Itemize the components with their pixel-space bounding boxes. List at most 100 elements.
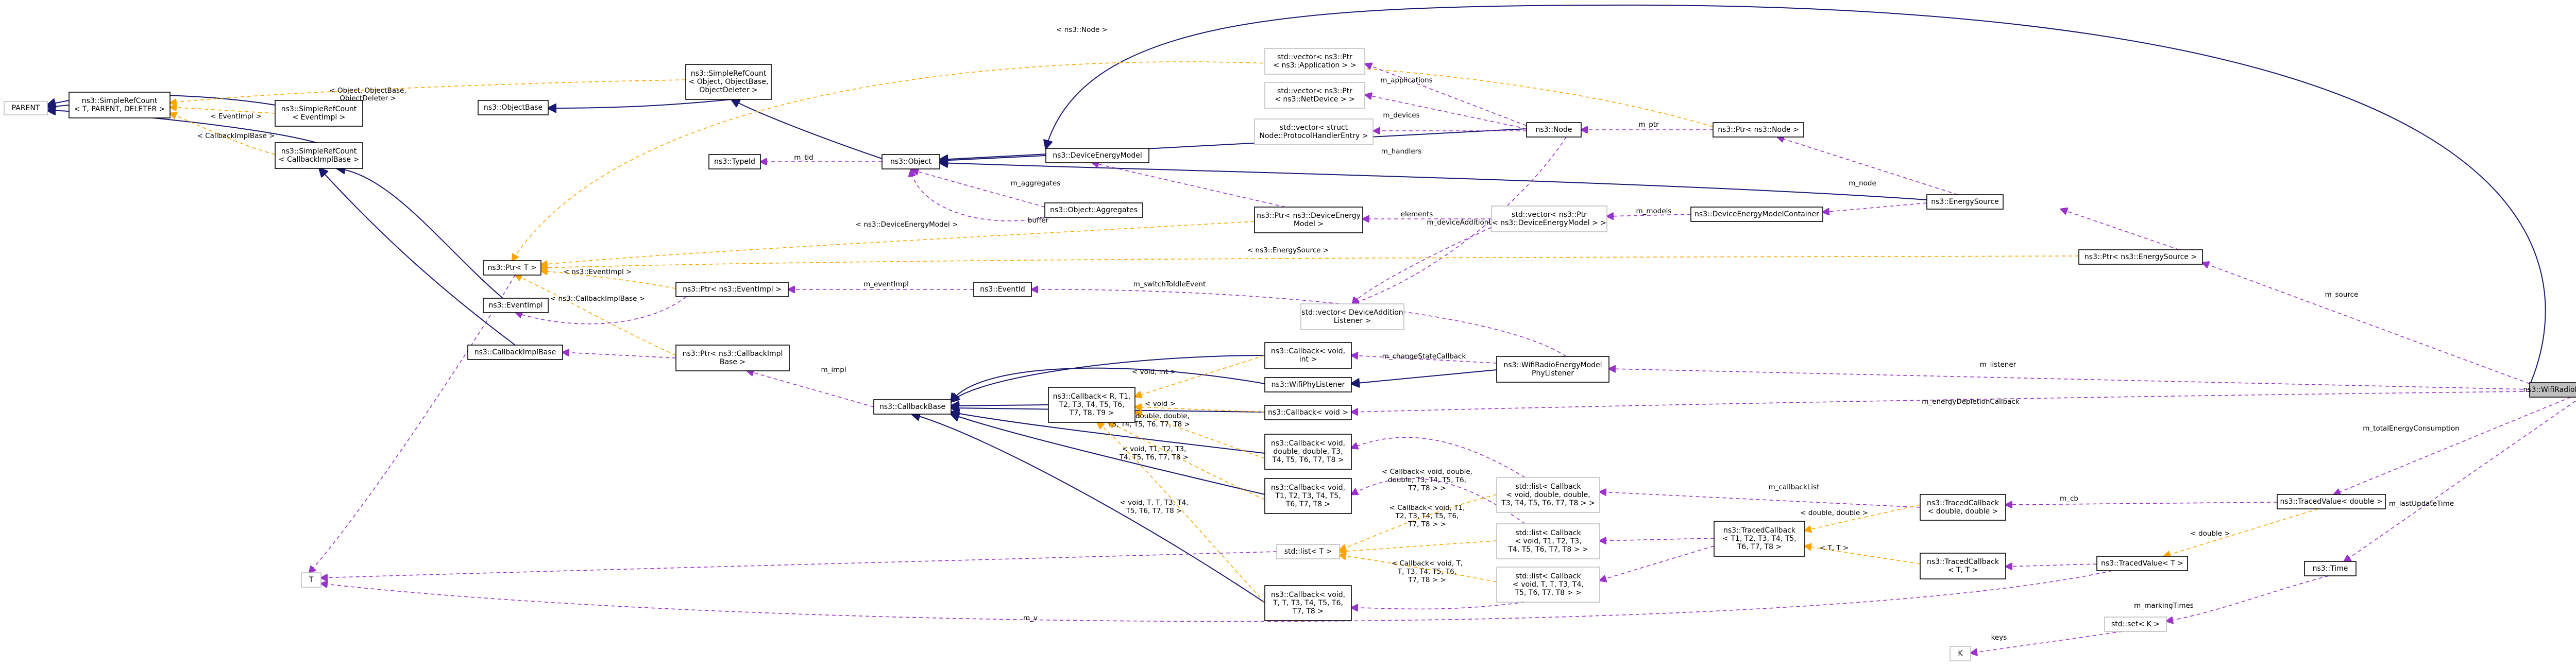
node-ptr-eventimpl[interactable]: ns3::Ptr< ns3::EventImpl > (675, 282, 789, 297)
node-callbackbase[interactable]: ns3::CallbackBase (873, 399, 952, 415)
edge-label-7: m_handlers (1381, 147, 1422, 156)
edge-label-19: < ns3::CallbackImplBase > (550, 295, 645, 303)
node-tracedvalue-double[interactable]: ns3::TracedValue< double > (2277, 494, 2386, 509)
node-cb-void-tt[interactable]: ns3::Callback< void,T, T, T3, T4, T5, T6… (1264, 585, 1352, 621)
node-box (685, 64, 772, 100)
node-box (1496, 356, 1609, 383)
usage-edge-64 (1600, 538, 1715, 541)
node-label-line: double, double, T3, (1273, 448, 1343, 456)
edge-label-36: T7, T8 > > (1408, 484, 1446, 492)
template-edge-28 (541, 255, 2079, 268)
node-layer: PARENT ns3::SimpleRefCount< T, PARENT, DE… (4, 48, 2576, 661)
node-cbimplbase[interactable]: ns3::CallbackImplBase (467, 345, 563, 360)
node-ptr-node[interactable]: ns3::Ptr< ns3::Node > (1713, 122, 1804, 138)
node-ptr-devenergy[interactable]: ns3::Ptr< ns3::DeviceEnergyModel > (1254, 207, 1363, 233)
node-traced-tt[interactable]: ns3::TracedCallback< T, T > (1920, 553, 2006, 579)
node-label-line: ns3::SimpleRefCount (691, 70, 767, 78)
template-edge-61 (1340, 540, 1497, 552)
node-aggregates[interactable]: ns3::Object::Aggregates (1044, 202, 1143, 218)
node-label-line: ns3::TracedCallback (1723, 526, 1796, 535)
node-label-line: ns3::TracedCallback (1927, 558, 1999, 566)
node-typeid[interactable]: ns3::TypeId (708, 154, 761, 169)
node-cb-void-t1t2[interactable]: ns3::Callback< void,T1, T2, T3, T4, T5,T… (1264, 478, 1352, 514)
node-cb-void-int[interactable]: ns3::Callback< void,int > (1264, 342, 1352, 369)
node-eventimpl[interactable]: ns3::EventImpl (483, 298, 549, 313)
inheritance-edge-6 (732, 99, 883, 159)
edge-label-17: < ns3::EnergySource > (1247, 246, 1329, 254)
usage-edge-26 (1352, 136, 1567, 304)
template-edge-15 (512, 61, 1714, 261)
node-label-line: ns3::EnergySource (1931, 198, 1999, 206)
node-vec-proto[interactable]: std::vector< structNode::ProtocolHandler… (1254, 118, 1374, 145)
node-traced-t1t2[interactable]: ns3::TracedCallback< T1, T2, T3, T4, T5,… (1714, 521, 1805, 557)
usage-edge-50 (1351, 391, 2530, 412)
node-tracedvalue-t[interactable]: ns3::TracedValue< T > (2096, 556, 2188, 571)
node-src-parent[interactable]: ns3::SimpleRefCount< T, PARENT, DELETER … (69, 92, 171, 118)
usage-edge-65 (1600, 545, 1715, 580)
node-vec-netdev[interactable]: std::vector< ns3::Ptr< ns3::NetDevice > … (1264, 82, 1365, 109)
node-cb-void[interactable]: ns3::Callback< void > (1264, 405, 1352, 420)
node-label-line: T4, T5, T6, T7, T8 > (1272, 456, 1344, 464)
node-object[interactable]: ns3::Object (882, 154, 940, 169)
node-ptr-t[interactable]: ns3::Ptr< T > (483, 260, 541, 276)
node-traced-dd[interactable]: ns3::TracedCallback< double, double > (1920, 494, 2006, 521)
node-label-line: PARENT (12, 104, 40, 112)
node-cb-void-dd[interactable]: ns3::Callback< void,double, double, T3,T… (1264, 434, 1352, 470)
node-src-object[interactable]: ns3::SimpleRefCount< Object, ObjectBase,… (685, 64, 772, 100)
node-wifiradio[interactable]: ns3::WifiRadioEnergyModel (2523, 382, 2576, 398)
template-edge-53 (1135, 407, 1265, 413)
node-vec-devenergy[interactable]: std::vector< ns3::Ptr< ns3::DeviceEnergy… (1491, 206, 1607, 232)
node-label-line: std::set< K > (2111, 620, 2160, 628)
node-cb-generic[interactable]: ns3::Callback< R, T1,T2, T3, T4, T5, T6,… (1048, 387, 1136, 423)
node-box (69, 92, 171, 118)
template-edge-68 (1805, 546, 1921, 565)
usage-edge-20 (1092, 163, 1286, 208)
usage-edge-74 (2166, 575, 2329, 621)
edge-label-46: m_cb (2060, 494, 2078, 503)
node-label-line: < void, T, T, T3, T4, (1513, 580, 1584, 589)
node-label-line: ns3::SimpleRefCount (82, 97, 158, 105)
node-box (2096, 556, 2188, 571)
node-devenergycontainer[interactable]: ns3::DeviceEnergyModelContainer (1690, 207, 1823, 222)
node-objectbase[interactable]: ns3::ObjectBase (478, 100, 549, 115)
node-time[interactable]: ns3::Time (2304, 561, 2357, 576)
node-vec-app[interactable]: std::vector< ns3::Ptr< ns3::Application … (1264, 48, 1365, 75)
node-box (1926, 194, 2004, 210)
node-label-line: T4, T5, T6, T7, T8 > > (1507, 545, 1588, 554)
node-label-line: std::list< Callback (1515, 529, 1581, 537)
node-energysource[interactable]: ns3::EnergySource (1926, 194, 2004, 210)
template-edge-4 (170, 113, 276, 155)
node-label-line: std::list< Callback (1515, 483, 1581, 491)
node-list-cb-t1t2[interactable]: std::list< Callback< void, T1, T2, T3,T4… (1496, 523, 1600, 559)
node-label-line: ns3::Callback< void > (1268, 408, 1348, 417)
node-set-k[interactable]: std::set< K > (2104, 617, 2167, 632)
edge-label-40: < Callback< void, T, (1392, 559, 1463, 568)
node-parent[interactable]: PARENT (4, 101, 48, 115)
node-src-eventimpl[interactable]: ns3::SimpleRefCount< EventImpl > (275, 100, 363, 127)
node-phylistener[interactable]: ns3::WifiPhyListener (1264, 377, 1352, 392)
node-list-cb-dd[interactable]: std::list< Callback< void, double, doubl… (1496, 477, 1600, 513)
node-label-line: ObjectDeleter > (699, 86, 758, 94)
edge-label-23: m_changeStateCallback (1382, 352, 1466, 361)
edge-label-8: m_ptr (1638, 121, 1659, 129)
node-src-cbimplbase[interactable]: ns3::SimpleRefCount< CallbackImplBase > (275, 142, 363, 169)
node-label-line: < ns3::Application > > (1273, 61, 1356, 70)
node-ptr-energysource[interactable]: ns3::Ptr< ns3::EnergySource > (2078, 249, 2203, 265)
template-edge-54 (1135, 412, 1265, 459)
node-list-t[interactable]: std::list< T > (1276, 544, 1340, 559)
node-k[interactable]: K (1950, 646, 1971, 661)
node-t[interactable]: T (301, 572, 321, 588)
node-box (1264, 405, 1352, 420)
node-box (1920, 553, 2006, 579)
inheritance-edge-11 (940, 163, 1927, 200)
node-ptr-cbimplbase[interactable]: ns3::Ptr< ns3::CallbackImplBase > (675, 345, 790, 371)
node-devenergymodel[interactable]: ns3::DeviceEnergyModel (1045, 148, 1149, 163)
node-list-cb-tt[interactable]: std::list< Callback< void, T, T, T3, T4,… (1496, 567, 1600, 603)
node-eventid[interactable]: ns3::EventId (973, 282, 1032, 297)
node-node[interactable]: ns3::Node (1526, 122, 1582, 138)
node-box (1045, 148, 1149, 163)
node-box (1264, 434, 1352, 470)
node-label-line: ns3::Callback< void, (1271, 439, 1345, 448)
